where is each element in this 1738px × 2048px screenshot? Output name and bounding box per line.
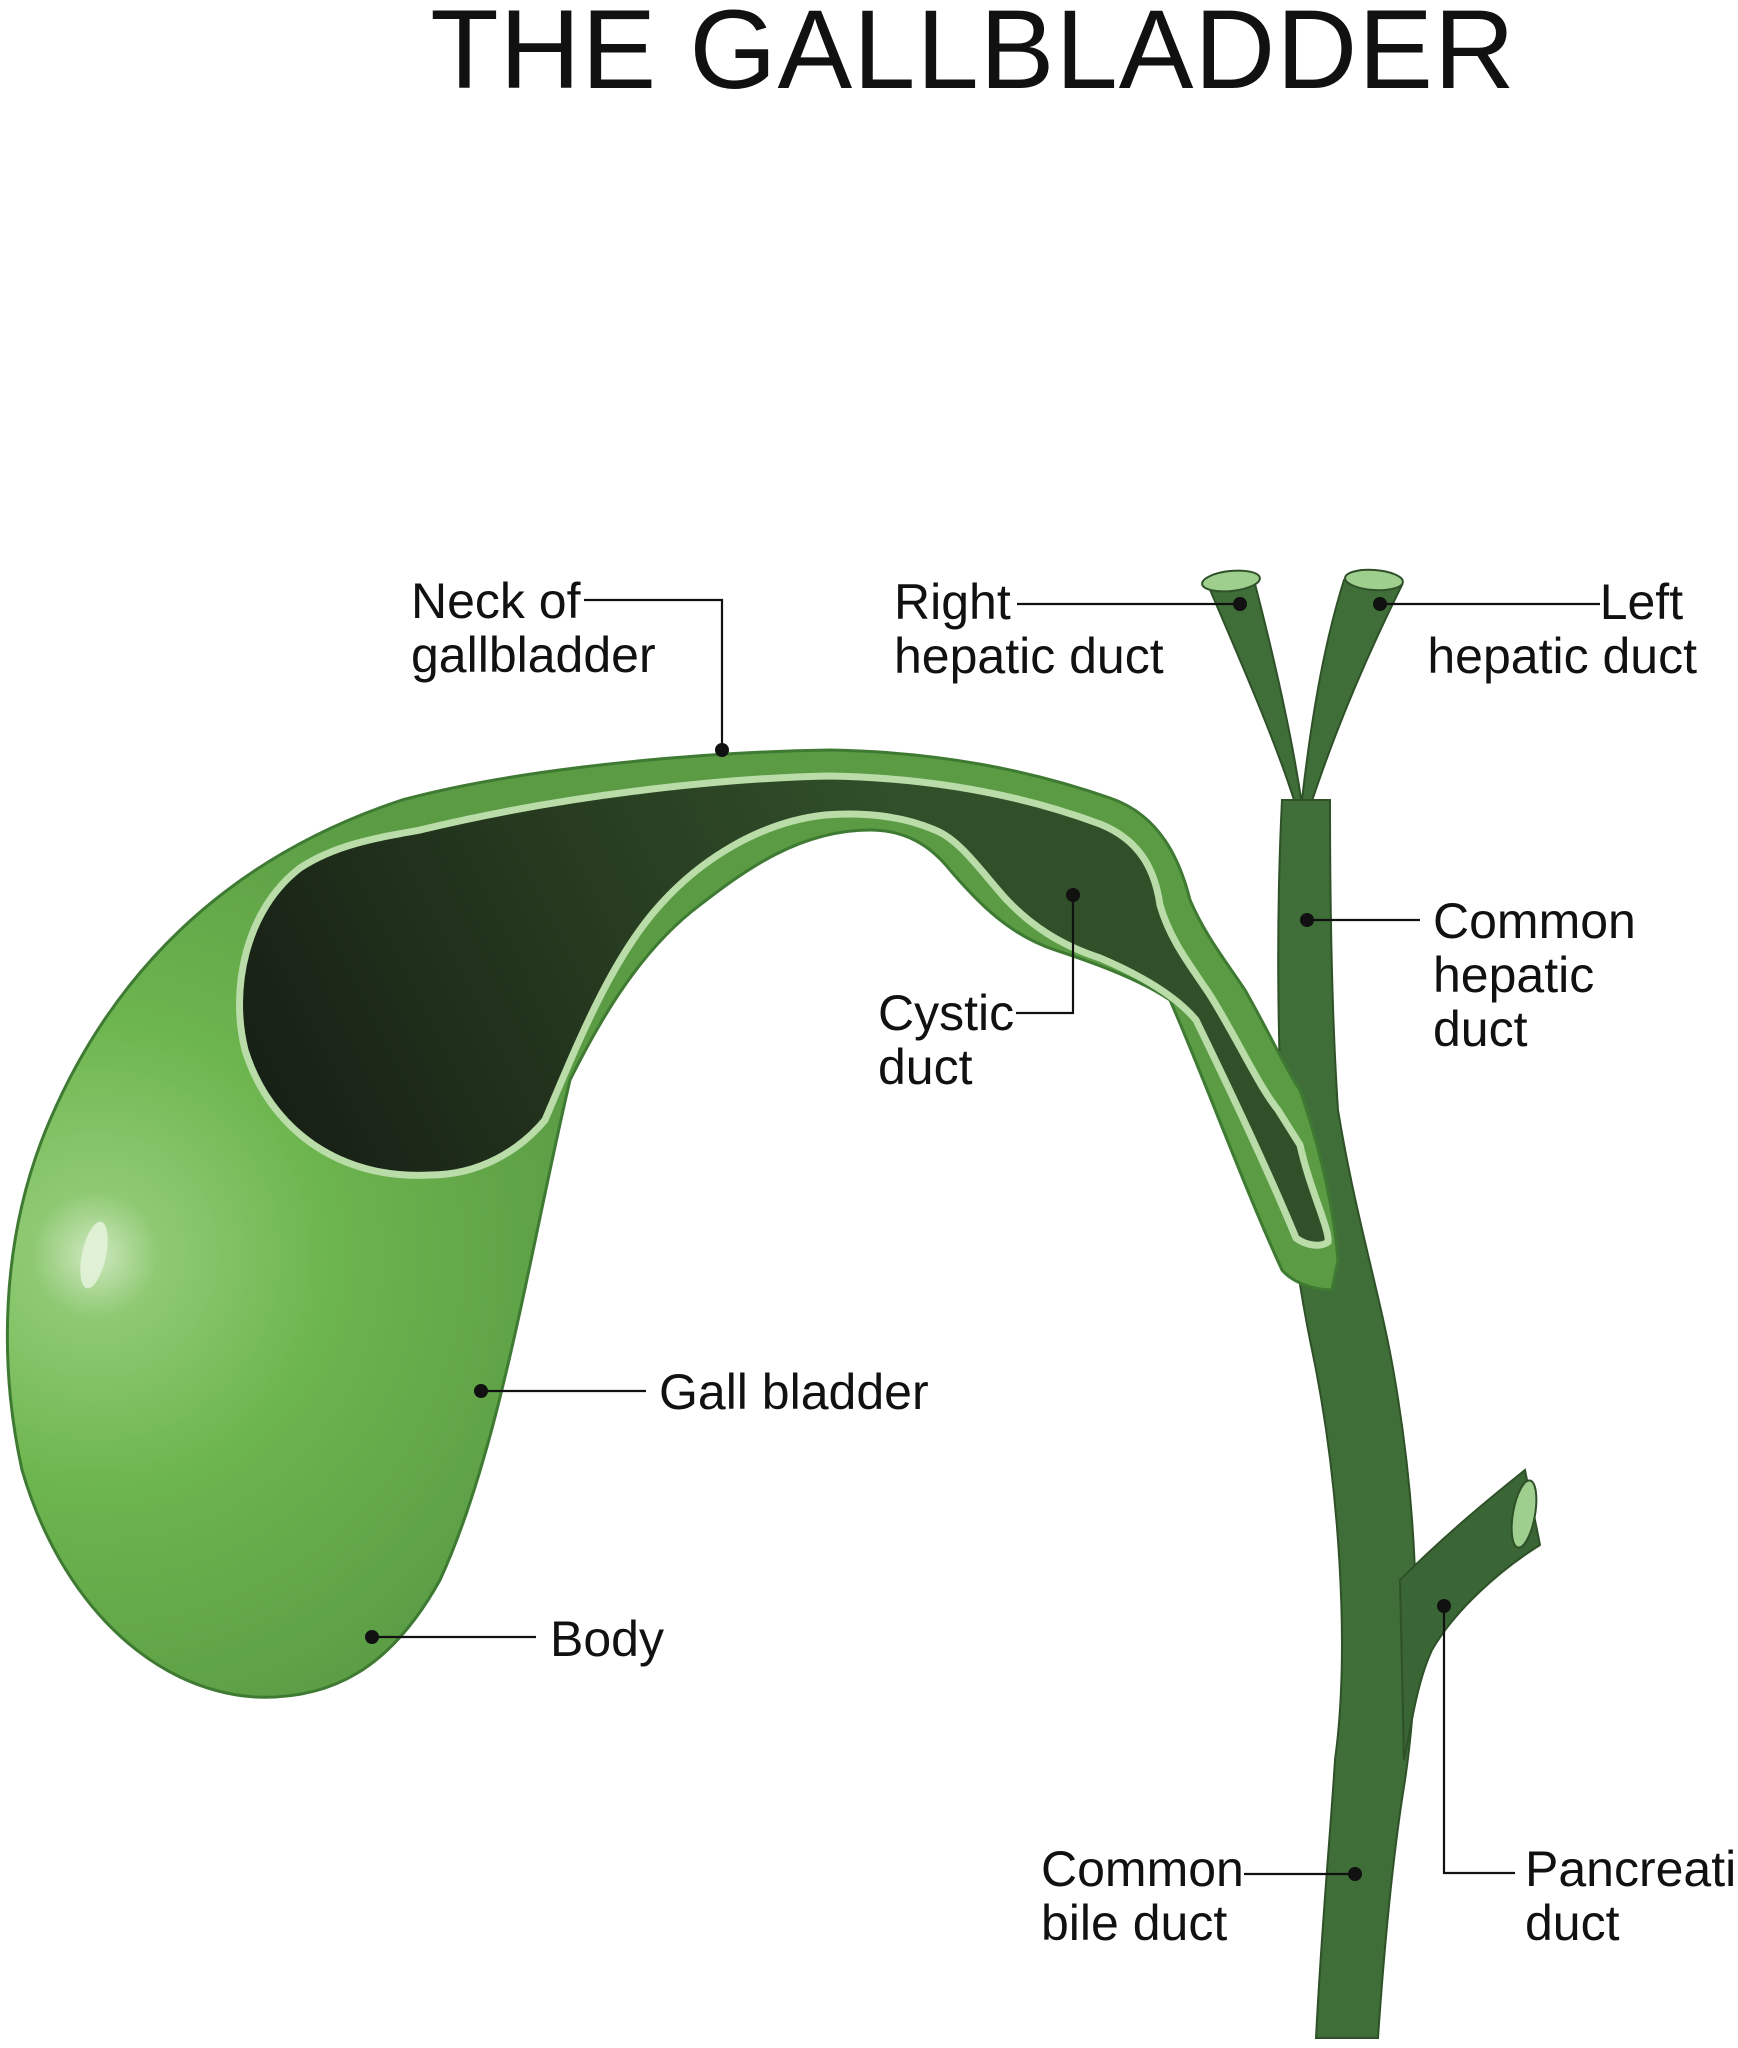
label-body-line1: Body <box>550 1611 664 1667</box>
diagram-title: THE GALLBLADDER <box>430 0 1516 112</box>
cystic-leader <box>1016 895 1075 1015</box>
pancreatic-duct-shape <box>1398 1468 1542 1761</box>
label-pancreatic-line1: Pancreatic <box>1525 1841 1738 1897</box>
label-gall-bladder: Gall bladder <box>659 1364 929 1420</box>
label-left-hepatic-line2: hepatic duct <box>1427 628 1697 684</box>
pancreatic-leader <box>1442 1606 1515 1875</box>
label-pancreatic-line2: duct <box>1525 1895 1620 1951</box>
leader-lines <box>365 597 1600 1881</box>
neck-leader <box>584 598 724 750</box>
pancreatic-duct-opening <box>1510 1479 1538 1549</box>
label-common-hepatic-line1: Common <box>1433 893 1636 949</box>
label-left-hepatic: Left hepatic duct <box>1427 574 1697 684</box>
gallbladder-organ <box>5 748 1340 1699</box>
label-pancreatic: Pancreatic duct <box>1525 1841 1738 1951</box>
common-duct-trunk-shape <box>1277 799 1417 2039</box>
gallbladder-highlight <box>80 1221 108 1289</box>
body-dot <box>365 1630 379 1644</box>
common-hepatic-dot <box>1300 913 1314 927</box>
label-right-hepatic-line2: hepatic duct <box>894 628 1164 684</box>
label-right-hepatic-line1: Right <box>894 574 1011 630</box>
right-hepatic-dot <box>1233 597 1247 611</box>
label-cystic: Cystic duct <box>878 985 1028 1095</box>
label-common-bile: Common bile duct <box>1041 1841 1258 1951</box>
label-common-bile-line2: bile duct <box>1041 1895 1227 1951</box>
common-bile-dot <box>1348 1867 1362 1881</box>
cystic-dot <box>1066 888 1080 902</box>
right-hepatic-opening <box>1201 569 1261 593</box>
label-neck-line1: Neck of <box>411 573 581 629</box>
label-gall-bladder-line1: Gall bladder <box>659 1364 929 1420</box>
label-neck-line2: gallbladder <box>411 627 656 683</box>
label-cystic-line1: Cystic <box>878 985 1014 1041</box>
left-hepatic-opening <box>1344 568 1404 592</box>
left-hepatic-dot <box>1373 597 1387 611</box>
label-common-bile-line1: Common <box>1041 1841 1244 1897</box>
label-neck: Neck of gallbladder <box>411 573 656 683</box>
label-right-hepatic: Right hepatic duct <box>894 574 1164 684</box>
labels: Neck of gallbladder Right hepatic duct L… <box>411 573 1738 1951</box>
label-common-hepatic: Common hepatic duct <box>1433 893 1650 1057</box>
gallbladder-lumen <box>236 772 1332 1249</box>
duct-system <box>1201 568 1542 2039</box>
label-cystic-line2: duct <box>878 1039 973 1095</box>
label-common-hepatic-line3: duct <box>1433 1001 1528 1057</box>
pancreatic-dot <box>1437 1599 1451 1613</box>
label-common-hepatic-line2: hepatic <box>1433 947 1594 1003</box>
gall-bladder-dot <box>474 1384 488 1398</box>
label-left-hepatic-line1: Left <box>1600 574 1684 630</box>
neck-dot <box>715 743 729 757</box>
label-body: Body <box>550 1611 664 1667</box>
